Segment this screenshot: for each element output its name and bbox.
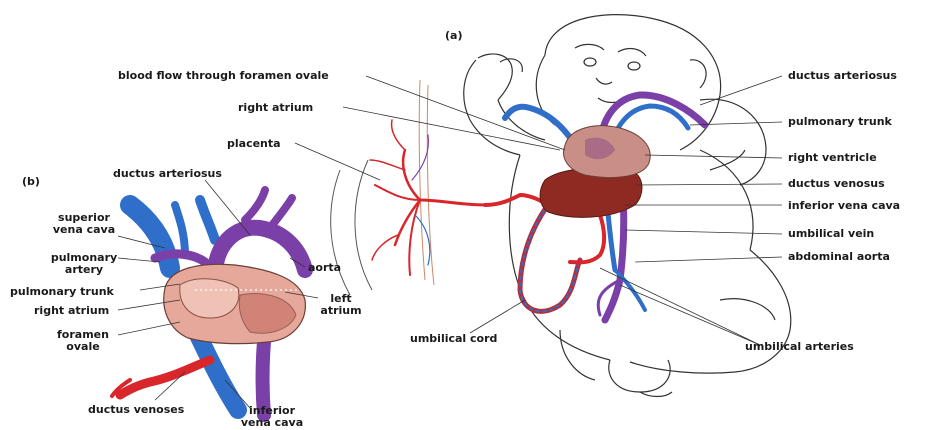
label-umbilical-vein: umbilical vein — [788, 228, 874, 240]
label-aorta: aorta — [308, 262, 341, 274]
label-left-atrium-line2: atrium — [312, 305, 370, 317]
label-pulmonary-trunk-a: pulmonary trunk — [788, 116, 892, 128]
label-superior-vena-cava: superior vena cava — [44, 212, 124, 236]
label-abdominal-aorta: abdominal aorta — [788, 251, 890, 263]
label-umbilical-cord: umbilical cord — [410, 333, 497, 345]
label-right-atrium-a: right atrium — [238, 102, 313, 114]
panel-a-label: (a) — [445, 30, 462, 42]
label-blood-flow-foramen-ovale: blood flow through foramen ovale — [118, 70, 329, 82]
label-pulmonary-trunk-b: pulmonary trunk — [10, 286, 114, 298]
label-placenta: placenta — [227, 138, 281, 150]
label-inferior-vena-cava-b: inferior vena cava — [232, 405, 312, 429]
label-ductus-venosus-a: ductus venosus — [788, 178, 885, 190]
label-pulmonary-artery-line2: artery — [44, 264, 124, 276]
label-right-atrium-b: right atrium — [34, 305, 109, 317]
label-right-ventricle: right ventricle — [788, 152, 877, 164]
label-ductus-arteriosus-a: ductus arteriosus — [788, 70, 897, 82]
label-umbilical-arteries: umbilical arteries — [745, 341, 854, 353]
panel-b-label: (b) — [22, 176, 40, 188]
placenta-outline — [331, 80, 434, 295]
label-ductus-arteriosus-b: ductus arteriosus — [113, 168, 222, 180]
label-superior-vena-cava-line2: vena cava — [44, 224, 124, 236]
label-inferior-vena-cava-line2: vena cava — [232, 417, 312, 429]
label-ductus-venosus-b: ductus venoses — [88, 404, 184, 416]
label-inferior-vena-cava-a: inferior vena cava — [788, 200, 900, 212]
label-pulmonary-artery: pulmonary artery — [44, 252, 124, 276]
label-foramen-ovale-line2: ovale — [44, 341, 122, 353]
label-left-atrium: left atrium — [312, 293, 370, 317]
label-foramen-ovale: foramen ovale — [44, 329, 122, 353]
